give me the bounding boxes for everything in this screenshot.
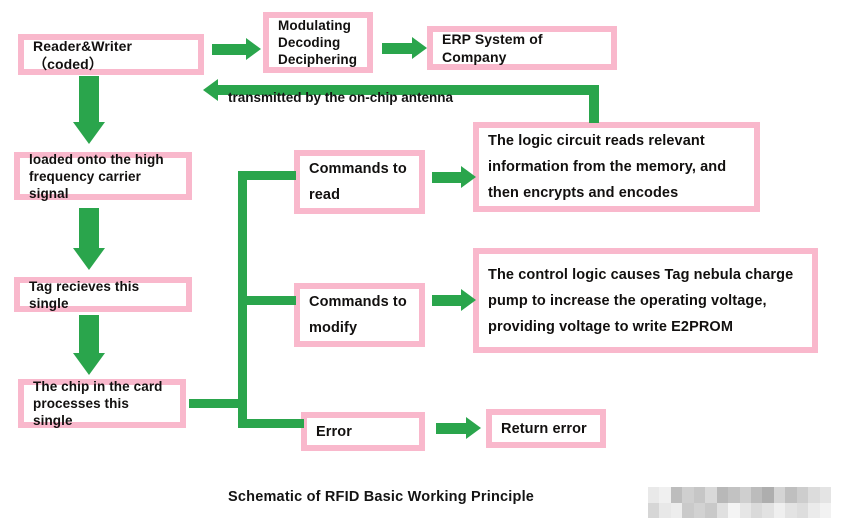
node-erp-system[interactable]: ERP System of Company [427,26,617,70]
watermark-cell [796,487,809,503]
arrow-read-to-logic-head [461,166,476,188]
watermark-cell [693,487,706,503]
node-modulating[interactable]: Modulating Decoding Deciphering [263,12,373,73]
watermark-cell [648,502,660,518]
node-erp-system-label: ERP System of Company [442,31,543,65]
watermark-cell [728,487,740,503]
node-commands-to-read-label: Commands to read [309,161,407,203]
watermark-cell [705,487,717,503]
watermark-cell [785,487,797,503]
node-loaded-carrier[interactable]: loaded onto the high frequency carrier s… [14,151,192,201]
arrow-modulating-to-erp-shaft [382,43,414,54]
watermark-cell [762,487,774,503]
watermark-cell [659,502,671,518]
node-logic-circuit-reads[interactable]: The logic circuit reads relevant informa… [473,122,760,212]
feedback-vertical-segment [589,85,599,123]
watermark-cell [716,502,729,518]
node-commands-to-modify-label: Commands to modify [309,294,407,336]
watermark-cell [648,487,660,503]
node-reader-writer[interactable]: Reader&Writer（coded） [18,34,204,75]
node-commands-to-modify[interactable]: Commands to modify [294,283,425,347]
arrow-reader-to-loaded-shaft [79,76,99,125]
watermark-cell [739,502,751,518]
watermark-cell [682,487,694,503]
diagram-caption: Schematic of RFID Basic Working Principl… [228,489,535,505]
arrow-tag-to-chip-head [73,353,105,375]
branch-stub-to-commands-read [238,171,296,180]
watermark-cell [705,502,717,518]
branch-stub-to-error [238,419,304,428]
watermark-cell [659,487,671,503]
branch-stub-to-commands-modify [238,296,296,305]
watermark-cell [773,502,786,518]
branch-stub-from-chip [189,399,247,408]
arrow-modify-to-control-shaft [432,295,464,306]
watermark-cell [682,502,694,518]
watermark-cell [808,487,820,503]
node-tag-recieves-label: Tag recieves this single [29,278,140,311]
node-loaded-carrier-label: loaded onto the high frequency carrier s… [29,151,164,201]
arrow-reader-to-modulating-head [246,38,261,60]
arrow-reader-to-modulating-shaft [212,44,248,55]
node-control-logic-charge-pump-label: The control logic causes Tag nebula char… [488,266,794,335]
arrow-error-to-return-shaft [436,423,470,434]
node-error[interactable]: Error [301,412,425,451]
arrow-tag-to-chip-shaft [79,315,99,357]
watermark-cell [796,502,809,518]
node-commands-to-read[interactable]: Commands to read [294,150,425,214]
node-tag-recieves[interactable]: Tag recieves this single [14,277,192,312]
arrow-reader-to-loaded-head [73,122,105,144]
node-logic-circuit-reads-label: The logic circuit reads relevant informa… [488,133,727,201]
watermark-cell [693,502,706,518]
node-return-error-label: Return error [501,420,587,437]
watermark-mosaic [648,487,831,518]
node-chip-processes[interactable]: The chip in the card processes this sing… [18,379,186,428]
feedback-horizontal-segment [216,85,599,95]
watermark-cell [716,487,729,503]
watermark-cell [750,502,763,518]
watermark-cell [750,487,763,503]
arrow-loaded-to-tag-shaft [79,208,99,252]
node-chip-processes-label: The chip in the card processes this sing… [33,379,163,428]
node-return-error[interactable]: Return error [486,409,606,448]
node-control-logic-charge-pump[interactable]: The control logic causes Tag nebula char… [473,248,818,353]
edge-label-on-chip-antenna: transmitted by the on-chip antenna [228,90,454,105]
watermark-cell [785,502,797,518]
watermark-cell [670,487,683,503]
arrow-modify-to-control-head [461,289,476,311]
feedback-arrow-head [203,79,218,101]
watermark-cell [808,502,820,518]
arrow-read-to-logic-shaft [432,172,464,183]
watermark-cell [773,487,786,503]
watermark-cell [670,502,683,518]
node-error-label: Error [316,423,352,440]
watermark-cell [762,502,774,518]
node-reader-writer-label: Reader&Writer（coded） [33,37,133,72]
node-modulating-label: Modulating Decoding Deciphering [278,18,358,67]
watermark-cell [819,502,831,518]
arrow-error-to-return-head [466,417,481,439]
watermark-cell [819,487,831,503]
watermark-cell [728,502,740,518]
arrow-loaded-to-tag-head [73,248,105,270]
arrow-modulating-to-erp-head [412,37,427,59]
watermark-cell [739,487,751,503]
